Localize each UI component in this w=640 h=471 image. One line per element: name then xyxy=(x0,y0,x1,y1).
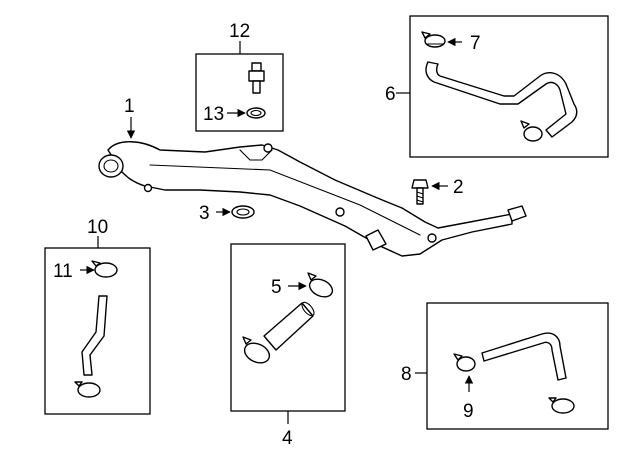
callout-12: 12 xyxy=(229,21,250,42)
center-hose xyxy=(263,301,315,351)
lower-hose-box xyxy=(426,302,609,430)
callout-11: 11 xyxy=(53,261,73,282)
callout-5: 5 xyxy=(271,277,282,298)
upper-hose-box xyxy=(409,15,609,158)
callout-9: 9 xyxy=(463,401,474,422)
left-hose-clamp-top xyxy=(91,260,118,278)
upper-hose-clamp-top xyxy=(421,31,446,48)
bolt xyxy=(411,179,429,205)
upper-hose-clamp-bottom xyxy=(520,120,543,142)
callout-7: 7 xyxy=(470,33,481,54)
sensor-washer xyxy=(246,107,266,119)
upper-hose xyxy=(425,61,578,138)
lower-hose-clamp-left xyxy=(453,353,476,372)
left-hose xyxy=(81,295,108,376)
callout-13: 13 xyxy=(203,104,224,125)
callout-8: 8 xyxy=(401,364,412,385)
o-ring xyxy=(231,205,255,219)
left-hose-clamp-bottom xyxy=(74,381,101,398)
callout-3: 3 xyxy=(199,203,210,224)
center-hose-clamp-bottom xyxy=(242,336,271,364)
coolant-pipe-assembly xyxy=(98,141,527,257)
callout-2: 2 xyxy=(453,177,464,198)
callout-6: 6 xyxy=(385,84,396,105)
callout-4: 4 xyxy=(282,428,293,449)
callout-1: 1 xyxy=(124,96,135,117)
callout-10: 10 xyxy=(87,217,108,238)
center-hose-clamp-top xyxy=(307,272,334,298)
lower-hose xyxy=(481,332,567,381)
temperature-sensor xyxy=(248,62,265,94)
lower-hose-clamp-right xyxy=(548,397,575,414)
